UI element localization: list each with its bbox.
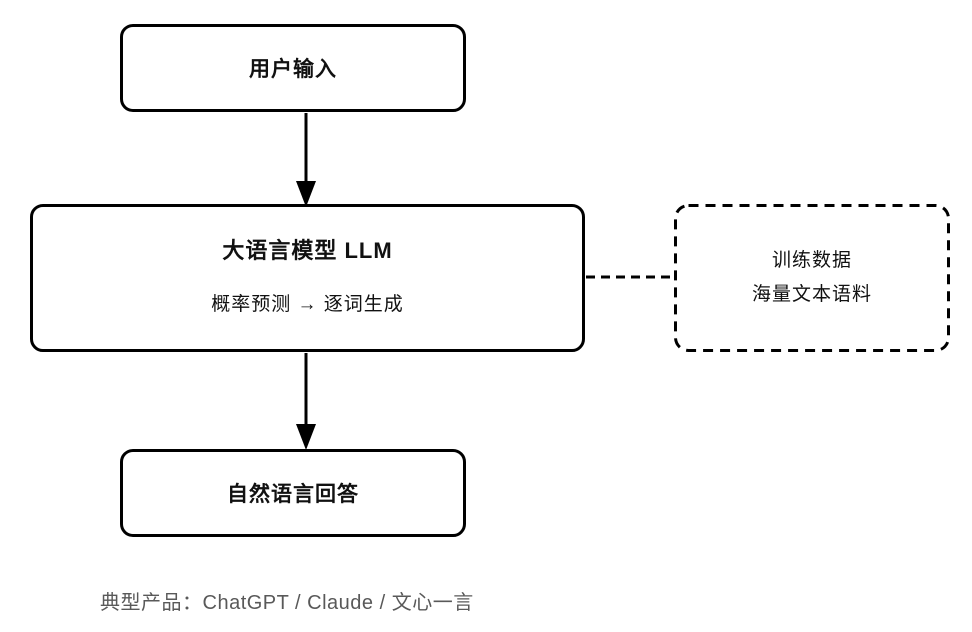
down-arrow-icon: [296, 113, 316, 207]
node-training-data-line2: 海量文本语料: [751, 284, 872, 305]
node-answer: 自然语言回答: [120, 449, 466, 537]
node-llm-subtitle: 概率预测 → 逐词生成: [211, 293, 404, 315]
node-training-data: 训练数据 海量文本语料: [674, 204, 950, 352]
node-training-data-line1: 训练数据: [771, 250, 852, 271]
dashed-connector-line: [586, 275, 676, 279]
down-arrow-icon: [296, 353, 316, 450]
caption: 典型产品：ChatGPT / Claude / 文心一言: [100, 592, 474, 614]
node-llm-title: 大语言模型 LLM: [222, 237, 393, 263]
dashed-box-outline: [674, 204, 950, 352]
node-user-input: 用户输入: [120, 24, 466, 112]
node-user-input-label: 用户输入: [249, 58, 337, 81]
node-answer-label: 自然语言回答: [227, 483, 359, 506]
node-llm: 大语言模型 LLM 概率预测 → 逐词生成: [30, 204, 585, 352]
